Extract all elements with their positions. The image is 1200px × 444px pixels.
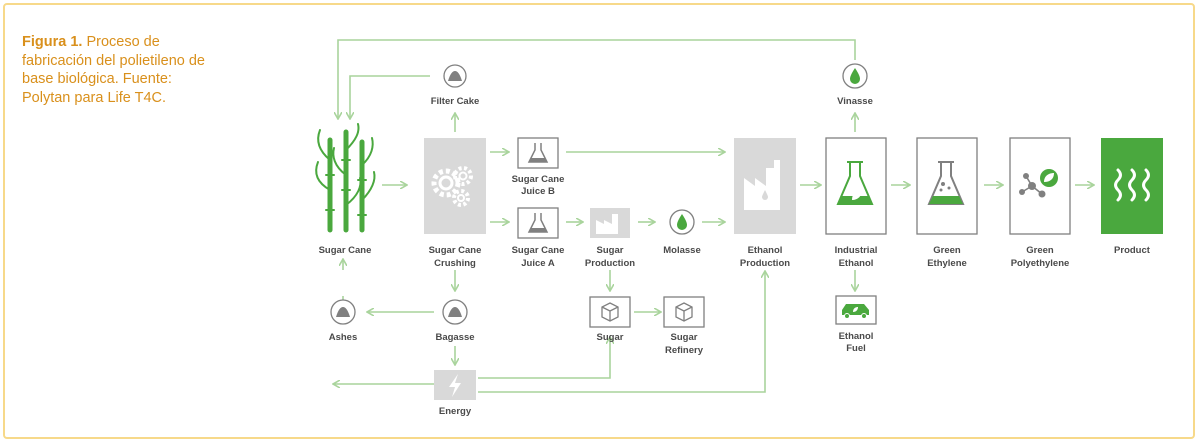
flask-leaf-icon [836, 161, 874, 205]
node-label-ashes: Ashes [329, 332, 358, 343]
waves-icon [1114, 168, 1150, 202]
caption-prefix: Figura 1. [22, 34, 83, 50]
arrow-energy-to-sugar [478, 338, 610, 379]
node-sugar: Sugar [589, 296, 631, 343]
factory-icon [596, 214, 618, 234]
sugar-cane-icon [315, 123, 376, 233]
factory-icon [744, 160, 780, 210]
pile-icon [448, 307, 462, 317]
node-label-filter-cake: Filter Cake [431, 96, 480, 107]
flask-icon [527, 143, 549, 163]
node-label-sugar-cane: Sugar Cane [319, 245, 372, 256]
drop-icon [762, 190, 768, 200]
node-label-bagasse: Bagasse [435, 332, 474, 343]
loop-vinasse-to-cane [338, 39, 856, 118]
loop-filtercake-to-cane [350, 75, 430, 118]
node-molasse: Molasse [663, 209, 701, 256]
lightning-icon [449, 374, 461, 397]
node-sugar-cane: Sugar Cane [315, 123, 376, 256]
figure-frame [3, 3, 1195, 439]
node-label-vinasse: Vinasse [837, 96, 873, 107]
node-vinasse: Vinasse [837, 63, 873, 107]
molecule-leaf-icon [1019, 169, 1058, 198]
crushing-box [424, 138, 486, 234]
caption-text: Proceso de fabricación del polietileno d… [22, 34, 205, 106]
flask-icon [527, 213, 549, 233]
node-ashes: Ashes [329, 299, 358, 343]
pile-icon [336, 307, 350, 317]
node-filter-cake: Filter Cake [431, 64, 480, 107]
gears-icon [431, 166, 473, 207]
node-label-product: Product [1114, 245, 1151, 256]
figure-caption: Figura 1. Proceso de fabricación del pol… [22, 33, 222, 107]
arrow-energy-to-ethanolprod [478, 272, 765, 393]
node-label-molasse: Molasse [663, 245, 701, 256]
drop-icon [677, 214, 687, 230]
car-icon [842, 304, 869, 319]
node-label-energy: Energy [439, 406, 472, 417]
node-label-sugar: Sugar [597, 332, 624, 343]
node-energy: Energy [434, 370, 476, 417]
drop-icon [850, 68, 860, 84]
flask-icon [927, 161, 965, 205]
pile-icon [448, 71, 462, 81]
cube-icon [601, 302, 619, 322]
node-bagasse: Bagasse [435, 299, 475, 343]
cube-icon [675, 302, 693, 322]
connectors [334, 39, 1093, 393]
node-product: Product [1101, 138, 1163, 256]
